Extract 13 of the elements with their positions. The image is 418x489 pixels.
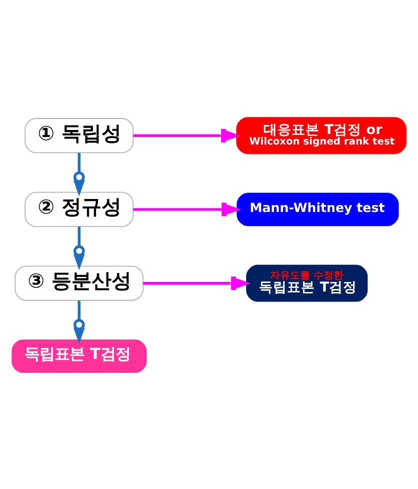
node-box: 대응표본 T검정 or Wilcoxon signed rank test <box>236 116 406 154</box>
node-box: ② 정규성 <box>24 191 134 226</box>
node-box: Mann-Whitney test <box>236 192 399 226</box>
arrow <box>133 202 242 216</box>
arrow <box>133 128 241 142</box>
arrow <box>143 276 251 290</box>
node-box: ① 독립성 <box>24 118 134 153</box>
arrow <box>73 226 85 270</box>
arrow <box>73 300 85 344</box>
node-box: ③ 등분산성 <box>14 265 144 300</box>
node-box: 자유도를 수정한 독립표본 T검정 <box>246 264 368 302</box>
node-box: 독립표본 T검정 <box>12 339 147 372</box>
arrow <box>73 152 85 196</box>
